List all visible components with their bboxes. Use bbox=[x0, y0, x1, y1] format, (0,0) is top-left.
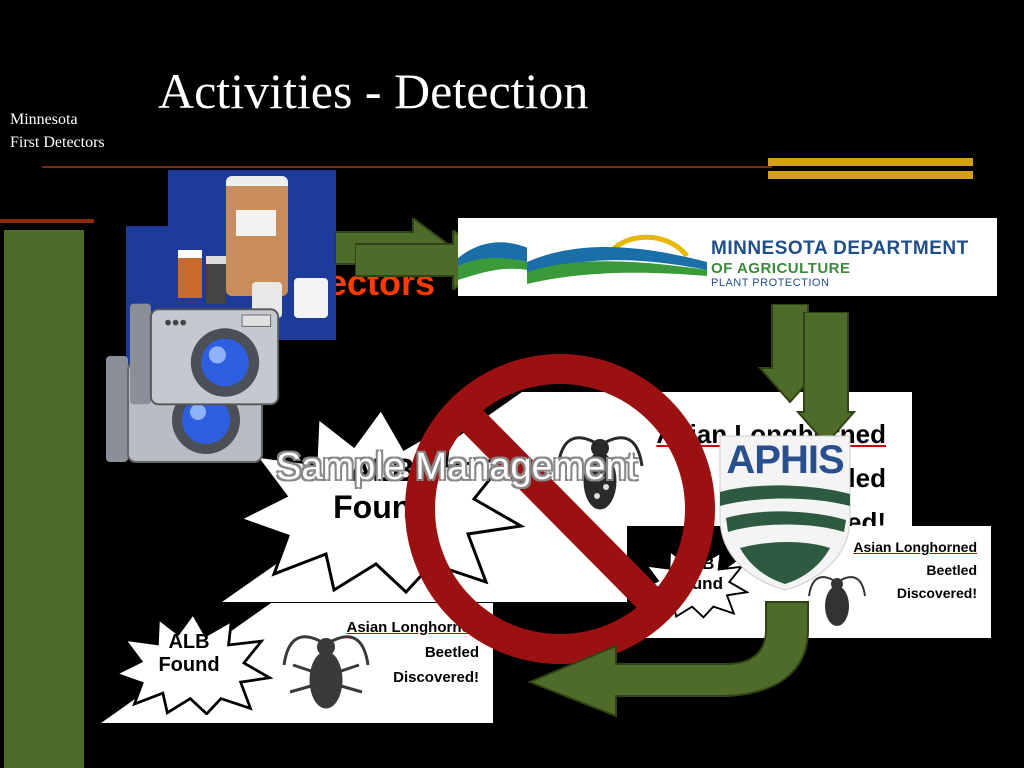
org-label: Minnesota First Detectors bbox=[10, 108, 105, 154]
mda-line3: PLANT PROTECTION bbox=[711, 277, 830, 289]
alert-text: Asian Longhorned Beetled Discovered! bbox=[347, 615, 480, 690]
mda-logo-back bbox=[458, 218, 528, 296]
mda-line2: OF AGRICULTURE bbox=[711, 260, 851, 277]
burst-star-icon bbox=[113, 611, 273, 715]
burst-star-icon bbox=[236, 406, 526, 594]
aphis-wordmark: APHIS bbox=[726, 438, 844, 482]
alb-card-small: ALB Found Asian Longhorned Beetled Disco… bbox=[101, 603, 493, 723]
arrow-icon bbox=[796, 312, 856, 446]
camera-icon bbox=[130, 303, 280, 406]
mda-logo: MINNESOTA DEPARTMENT OF AGRICULTURE PLAN… bbox=[527, 218, 997, 296]
gold-bar-bottom bbox=[768, 171, 973, 179]
alert-line1: Asian Longhorned bbox=[346, 619, 480, 636]
alert-text: Asian Longhorned Beetled Discovered! bbox=[853, 536, 977, 605]
alert-line1: Asian Longhorned bbox=[853, 539, 977, 555]
star-label: ALB Found bbox=[149, 631, 229, 677]
star-label-line1: ALB bbox=[168, 631, 210, 653]
org-label-line2: First Detectors bbox=[10, 134, 105, 151]
aphis-logo: APHIS bbox=[716, 432, 854, 592]
arrow-icon bbox=[527, 601, 809, 718]
beetle-icon bbox=[282, 635, 370, 709]
no-symbol-icon bbox=[405, 354, 715, 664]
slide-title: Activities - Detection bbox=[158, 63, 589, 119]
star-label-line1: ALB bbox=[349, 452, 415, 488]
mda-logo-mark bbox=[527, 234, 707, 284]
left-accent-bar bbox=[4, 230, 84, 768]
alert-line2: Beetled bbox=[424, 644, 479, 661]
star-label-line2: Found bbox=[158, 654, 220, 676]
alert-line2: Beetled bbox=[926, 562, 977, 578]
sample-management-label: Sample Management bbox=[276, 446, 638, 488]
title-rule bbox=[42, 166, 772, 168]
org-label-line1: Minnesota bbox=[10, 111, 78, 128]
left-rule bbox=[0, 219, 94, 223]
aphis-shield-icon bbox=[719, 435, 851, 591]
alert-line3: Discovered! bbox=[896, 585, 977, 601]
gold-bar-top bbox=[768, 158, 973, 166]
beetle-icon bbox=[808, 576, 866, 626]
mda-line1: MINNESOTA DEPARTMENT bbox=[711, 238, 969, 259]
beetle-icon bbox=[556, 436, 644, 510]
alert-line3: Discovered! bbox=[393, 669, 479, 686]
